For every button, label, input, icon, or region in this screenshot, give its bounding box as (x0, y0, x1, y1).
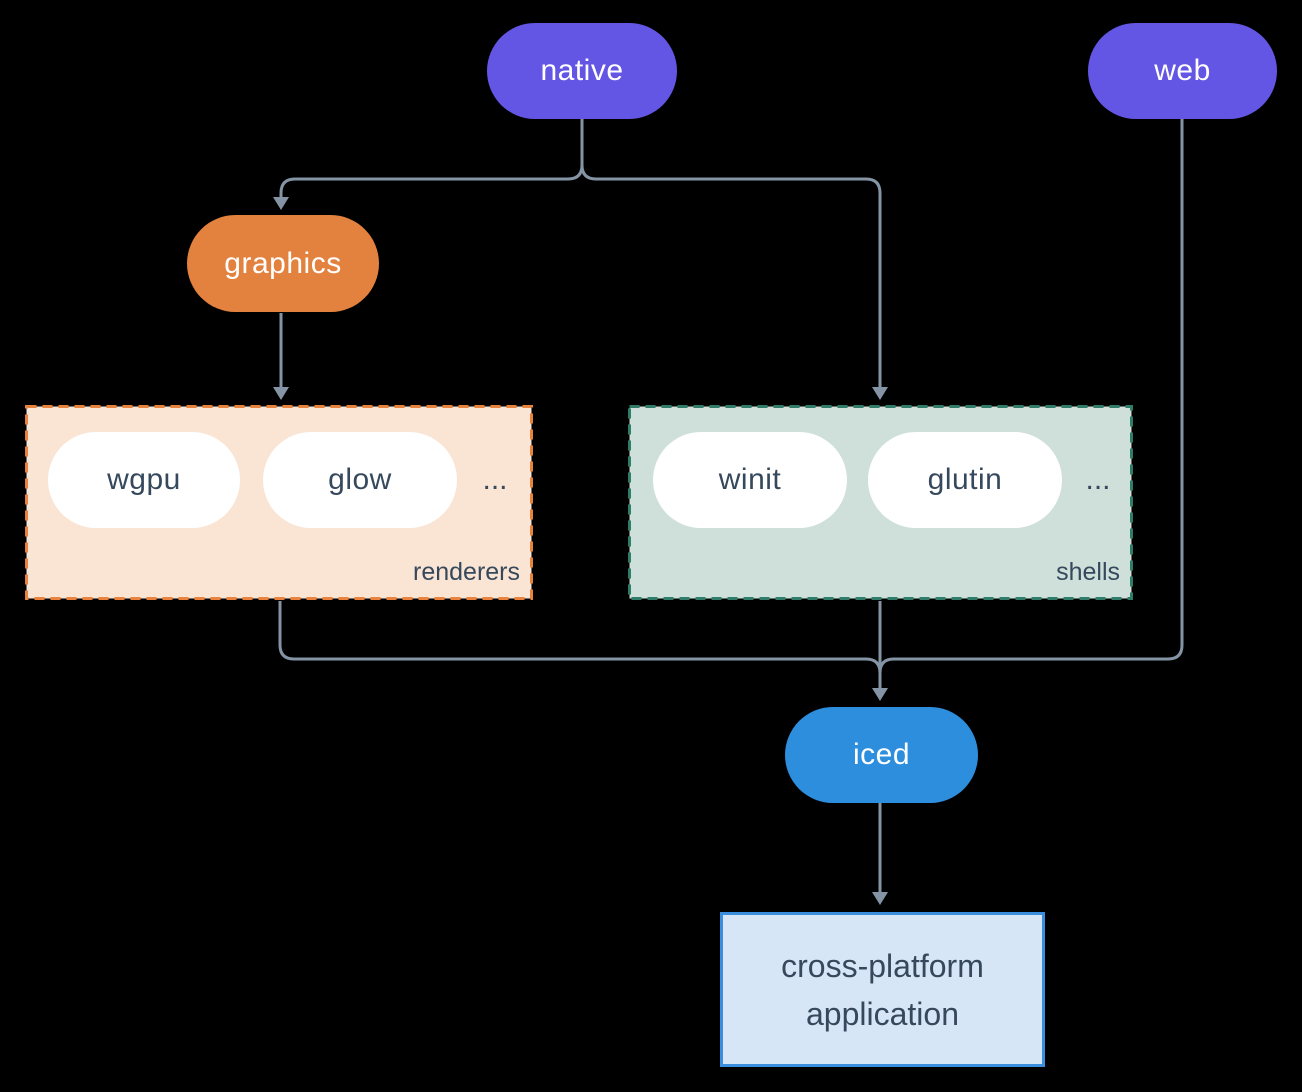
edge-native-to-shells (580, 119, 882, 387)
arrowhead-into-iced (872, 688, 888, 701)
edge-native-to-graphics (279, 119, 584, 197)
application-box (720, 912, 1045, 1067)
node-glow: glow (263, 432, 457, 528)
arrowhead-into-application (872, 892, 888, 905)
application-label-line2: application (806, 995, 959, 1032)
shells-ellipsis: ... (1085, 463, 1111, 496)
arrowhead-into-graphics (273, 197, 289, 210)
node-web: web (1088, 23, 1277, 119)
node-native: native (487, 23, 677, 119)
node-graphics: graphics (187, 215, 379, 312)
node-winit: winit (653, 432, 847, 528)
edge-web-to-iced (878, 119, 1184, 682)
renderers-ellipsis: ... (482, 463, 508, 496)
node-iced: iced (785, 707, 978, 803)
arrowhead-into-shells (872, 387, 888, 400)
node-wgpu: wgpu (48, 432, 240, 528)
shells-group-label: shells (1056, 558, 1120, 586)
application-label-line1: cross-platform (781, 947, 984, 984)
edge-renderers-to-iced (278, 601, 882, 682)
node-application: cross-platform application (720, 912, 1045, 1067)
arrowhead-into-renderers (273, 387, 289, 400)
renderers-group-label: renderers (413, 558, 520, 586)
node-glutin: glutin (868, 432, 1062, 528)
